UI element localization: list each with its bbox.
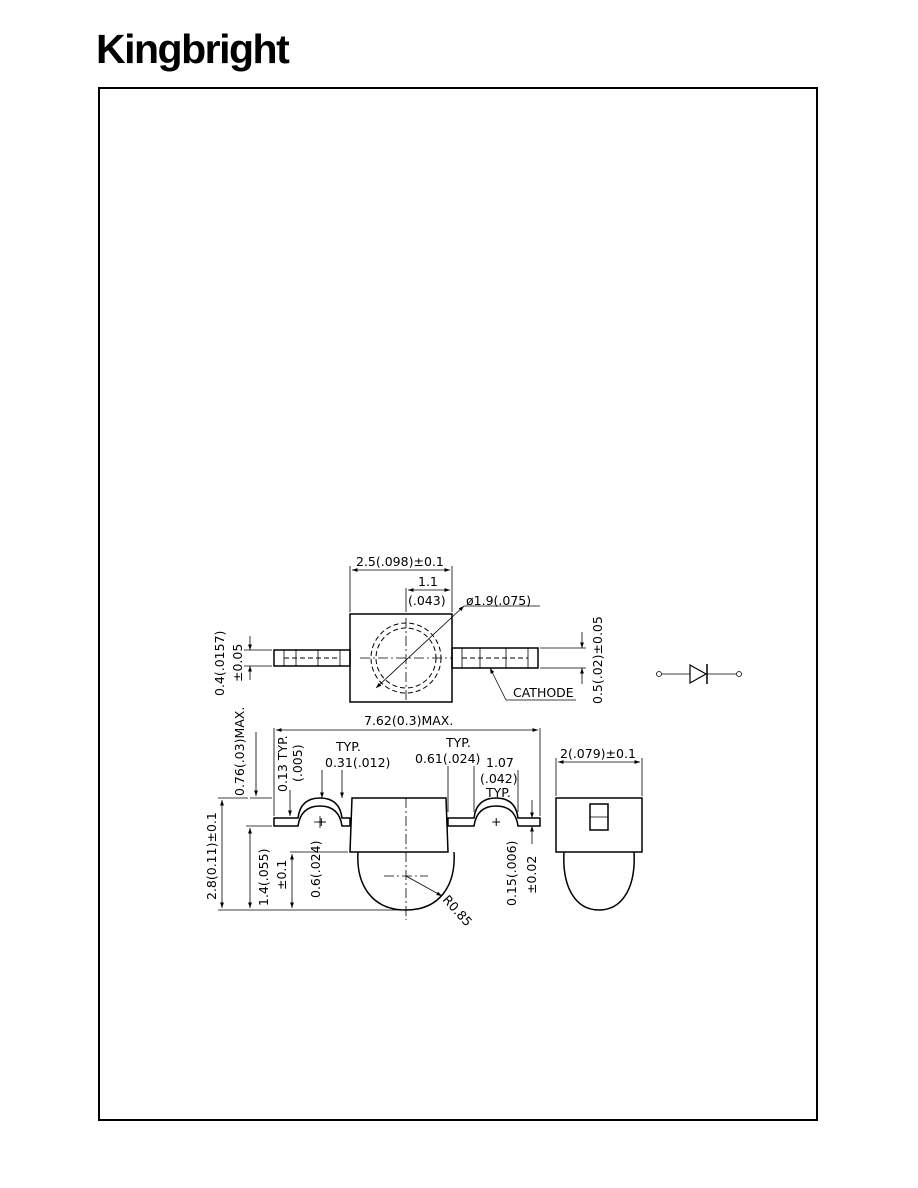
offset-dim-label: 1.1 bbox=[418, 574, 438, 589]
side-view: + + 7.62(0.3)MAX. 0.76(.03)MAX. 0.13 TYP… bbox=[204, 707, 541, 929]
right-bend-typ: TYP. bbox=[445, 735, 471, 750]
offset-dim-inch-label: (.043) bbox=[408, 593, 446, 608]
lead-gauge-tol: ±0.02 bbox=[524, 856, 539, 894]
cathode-label: CATHODE bbox=[513, 685, 574, 700]
lead-height-label: 0.76(.03)MAX. bbox=[232, 707, 247, 796]
top-view: 2.5(.098)±0.1 1.1 (.043) ø1.9(.075) 0.4(… bbox=[212, 554, 605, 704]
total-height-label: 2.8(0.11)±0.1 bbox=[204, 812, 219, 900]
end-width-label: 2(.079)±0.1 bbox=[560, 746, 636, 761]
side-view-right-lead bbox=[447, 797, 541, 827]
pitch-label: 1.07 bbox=[486, 755, 514, 770]
side-view-left-lead bbox=[273, 797, 351, 827]
end-view: 2(.079)±0.1 bbox=[555, 746, 643, 911]
lead-thickness-typ-inch: (.005) bbox=[290, 744, 305, 782]
right-lead-width-label: 0.5(.02)±0.05 bbox=[590, 616, 605, 704]
drawing-frame bbox=[98, 87, 818, 1121]
lead-gauge-label: 0.15(.006) bbox=[504, 841, 519, 906]
right-plus-mark: + bbox=[491, 814, 501, 829]
lens-height-label: 1.4(.055) bbox=[256, 849, 271, 906]
top-view-right-lead bbox=[451, 647, 539, 669]
end-view-body bbox=[555, 797, 643, 853]
left-lead-thickness-tol: ±0.05 bbox=[230, 644, 245, 682]
left-lead-thickness-label: 0.4(.0157) bbox=[212, 631, 227, 696]
lens-height-tol: ±0.1 bbox=[274, 860, 289, 890]
left-plus-mark: + bbox=[316, 814, 326, 829]
lead-thickness-typ-label: 0.13 TYP. bbox=[275, 735, 290, 792]
body-to-lens-label: 0.6(.024) bbox=[308, 841, 323, 898]
pitch-inch-label: (.042) bbox=[480, 771, 518, 786]
kingbright-logo: Kingbright bbox=[96, 26, 290, 72]
radius-label: R0.85 bbox=[440, 892, 476, 929]
lens-diameter-label: ø1.9(.075) bbox=[466, 593, 531, 608]
left-bend-typ: TYP. bbox=[335, 739, 361, 754]
pitch-typ-label: TYP. bbox=[485, 785, 511, 800]
overall-length-label: 7.62(0.3)MAX. bbox=[364, 713, 453, 728]
diode-symbol-icon bbox=[656, 663, 742, 685]
top-view-left-lead bbox=[273, 649, 351, 667]
end-view-lens bbox=[563, 851, 635, 911]
top-width-label: 2.5(.098)±0.1 bbox=[356, 554, 444, 569]
right-bend-label: 0.61(.024) bbox=[415, 751, 480, 766]
side-view-body bbox=[349, 797, 449, 853]
left-bend-label: 0.31(.012) bbox=[325, 755, 390, 770]
